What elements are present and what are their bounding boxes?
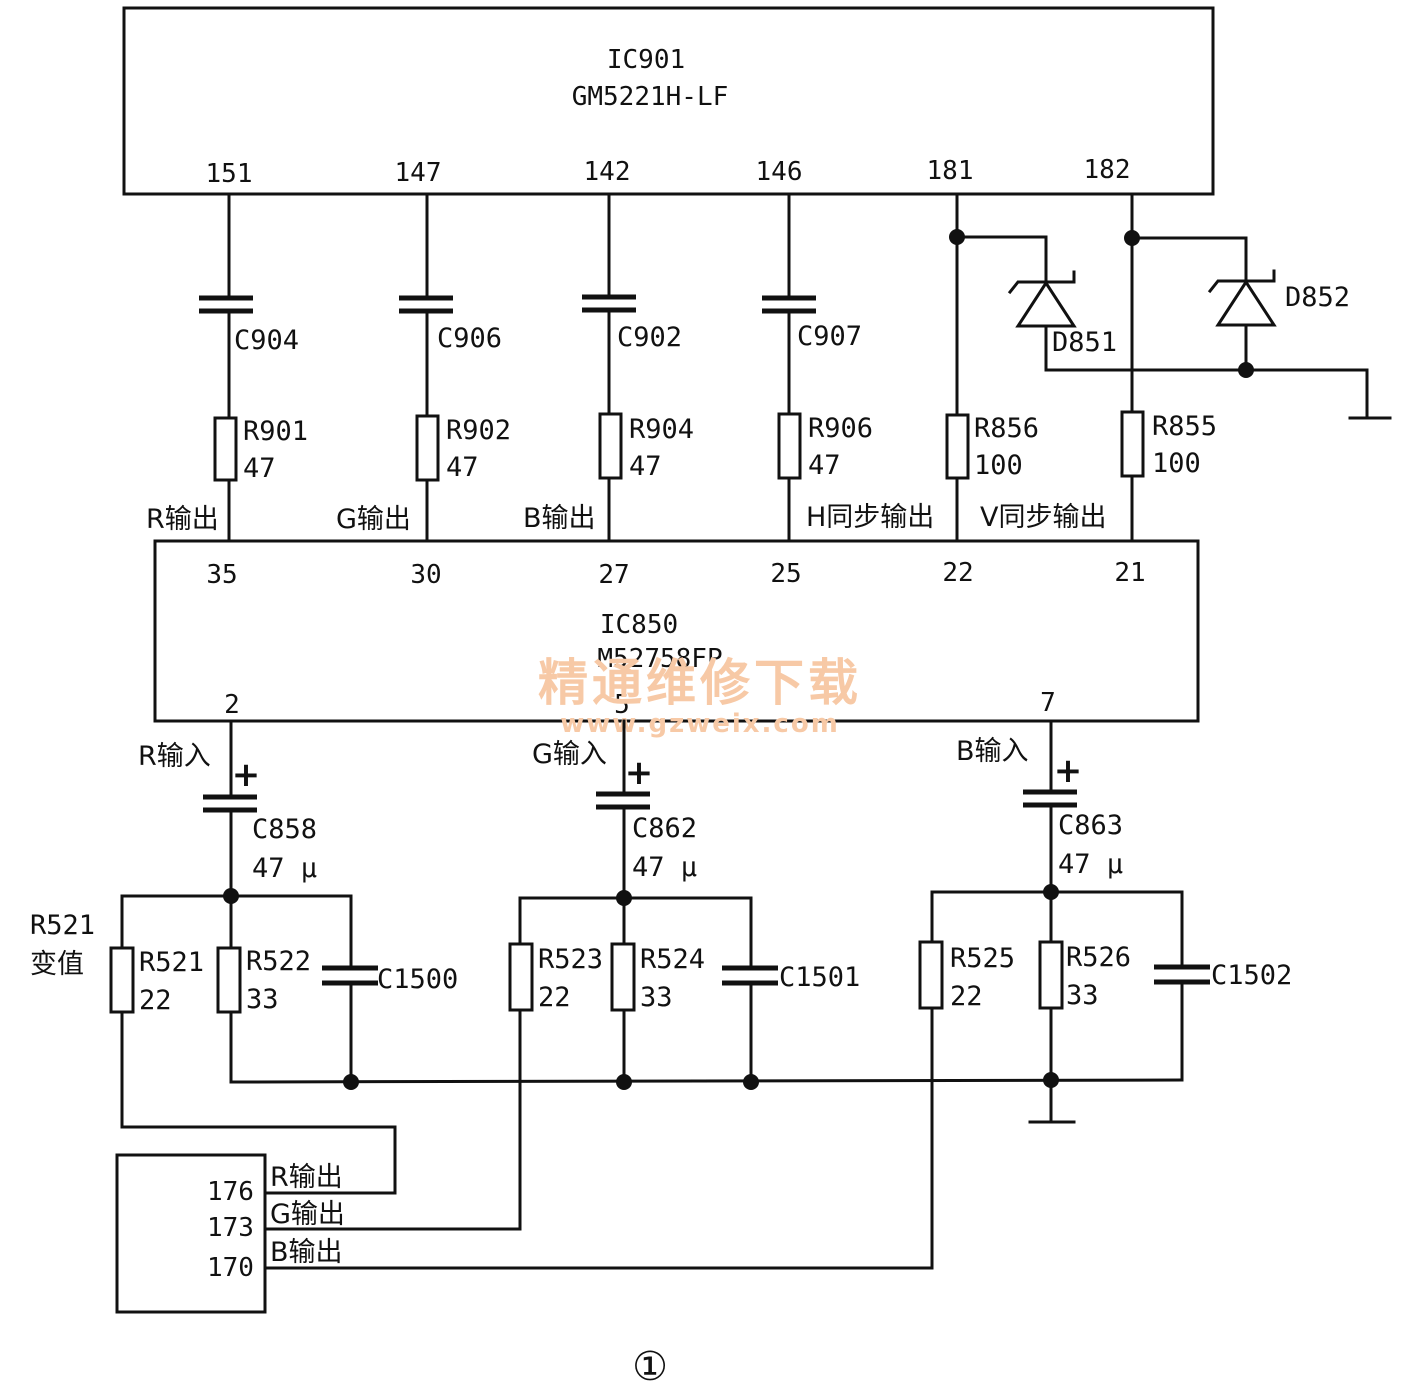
ic850-pin: 21	[1114, 558, 1145, 588]
signal-label: G输出	[336, 504, 411, 535]
resistor-value: 33	[640, 982, 673, 1013]
signal-label: B输出	[270, 1237, 343, 1268]
capacitor-label: C858	[252, 814, 317, 845]
capacitor-value: 47 μ	[632, 852, 697, 883]
resistor-value: 22	[538, 982, 571, 1013]
source-pin: 176	[207, 1177, 254, 1207]
top-resistors: R901 47 R902 47 R904 47 R906 47 R856 100…	[213, 410, 1217, 484]
input-signal-labels: R输入 G输入 B输入	[138, 736, 1029, 772]
ic850-pin: 27	[598, 560, 629, 590]
ic850-pin: 7	[1040, 688, 1056, 718]
resistor-ref: R904	[629, 414, 694, 445]
ic850-body	[153, 539, 1200, 723]
signal-label: G输出	[270, 1199, 345, 1230]
capacitor-label: C1500	[377, 964, 458, 995]
ic850-model: M52758FP	[597, 644, 722, 674]
source-block: 176 173 170 R输出 G输出 B输出	[115, 1153, 345, 1314]
ic850: 35 30 27 25 22 21 IC850 M52758FP 2 5 7	[153, 539, 1200, 723]
ic901: IC901 GM5221H-LF 151 147 142 146 181 182	[122, 6, 1215, 196]
signal-label: V同步输出	[980, 502, 1106, 533]
capacitor-label: C902	[617, 322, 682, 353]
ic850-name: IC850	[600, 610, 678, 640]
ic850-pin: 25	[770, 559, 801, 589]
ic901-pin: 151	[206, 159, 253, 189]
resistor-ref: R526	[1066, 942, 1131, 973]
ic850-pin: 22	[942, 558, 973, 588]
capacitor-label: C906	[437, 323, 502, 354]
ic901-pin: 142	[584, 157, 631, 187]
resistor-ref: R906	[808, 413, 873, 444]
signal-label: B输入	[956, 736, 1029, 767]
polarity-mark: +	[232, 755, 261, 795]
coupling-capacitors: + + + C858 47 μ C862 47 μ C863 47 μ	[203, 751, 1123, 884]
resistor-ref: R521	[139, 947, 204, 978]
resistor-value: 47	[243, 453, 276, 484]
ic850-pin: 35	[206, 560, 237, 590]
resistor-value: 47	[629, 451, 662, 482]
signal-label: B输出	[523, 503, 596, 534]
signal-label: R输出	[146, 504, 219, 535]
watermark-url: www.gzweix.com	[560, 709, 840, 739]
ic901-name: IC901	[607, 45, 685, 75]
polarity-mark: +	[625, 753, 654, 793]
ic901-model: GM5221H-LF	[572, 82, 729, 112]
signal-label: H同步输出	[806, 502, 934, 533]
resistor-ref: R525	[950, 943, 1015, 974]
ic901-pin: 146	[756, 157, 803, 187]
ic901-pin: 181	[927, 156, 974, 186]
capacitor-label: C863	[1058, 810, 1123, 841]
filter-capacitors: C1500 C1501 C1502	[322, 960, 1292, 995]
resistor-value: 22	[139, 985, 172, 1016]
capacitor-label: C1502	[1211, 960, 1292, 991]
resistor-value: 47	[446, 452, 479, 483]
polarity-mark: +	[1054, 751, 1083, 791]
resistor-value: 33	[246, 984, 279, 1015]
top-capacitors: C904 C906 C902 C907	[199, 294, 862, 356]
bottom-resistors: R521 22 R522 33 R523 22 R524 33 R525 22 …	[109, 940, 1131, 1016]
junction-dots	[223, 884, 1059, 1090]
signal-label: R输出	[270, 1162, 343, 1193]
figure-number: ①	[632, 1344, 668, 1390]
capacitor-label: C907	[797, 321, 862, 352]
watermark: 精通维修下载 www.gzweix.com	[538, 654, 862, 739]
source-pin: 170	[207, 1253, 254, 1283]
source-pin: 173	[207, 1213, 254, 1243]
signal-label: G输入	[532, 739, 607, 770]
resistor-ref: R855	[1152, 411, 1217, 442]
ic850-pin: 5	[614, 690, 630, 720]
output-signal-labels: R输出 G输出 B输出 H同步输出 V同步输出	[146, 502, 1106, 535]
resistor-ref: R524	[640, 944, 705, 975]
diode-label: D852	[1285, 282, 1350, 313]
diode-label: D851	[1052, 327, 1117, 358]
top-branch-wires	[227, 192, 1392, 543]
ic901-pin: 182	[1084, 155, 1131, 185]
watermark-title: 精通维修下载	[538, 654, 862, 712]
resistor-ref: R523	[538, 944, 603, 975]
resistor-value: 100	[974, 450, 1023, 481]
resistor-value: 47	[808, 450, 841, 481]
capacitor-label: C904	[234, 325, 299, 356]
ic901-body	[122, 6, 1215, 196]
capacitor-label: C862	[632, 813, 697, 844]
capacitor-value: 47 μ	[252, 853, 317, 884]
resistor-value: 22	[950, 981, 983, 1012]
signal-label: R输入	[138, 741, 211, 772]
resistor-ref: R902	[446, 415, 511, 446]
capacitor-value: 47 μ	[1058, 849, 1123, 880]
note-text: 变值	[30, 949, 84, 980]
note-ref: R521	[30, 910, 95, 941]
resistor-value: 33	[1066, 980, 1099, 1011]
capacitor-label: C1501	[779, 962, 860, 993]
ic850-pin: 30	[410, 560, 441, 590]
source-block-body	[115, 1153, 267, 1314]
r521-note: R521 变值	[30, 910, 95, 980]
resistor-value: 100	[1152, 448, 1201, 479]
ic901-pin: 147	[395, 158, 442, 188]
resistor-ref: R856	[974, 413, 1039, 444]
zener-diodes: D851 D852	[1007, 269, 1350, 358]
resistor-ref: R522	[246, 946, 311, 977]
resistor-ref: R901	[243, 416, 308, 447]
ic850-pin: 2	[224, 690, 240, 720]
